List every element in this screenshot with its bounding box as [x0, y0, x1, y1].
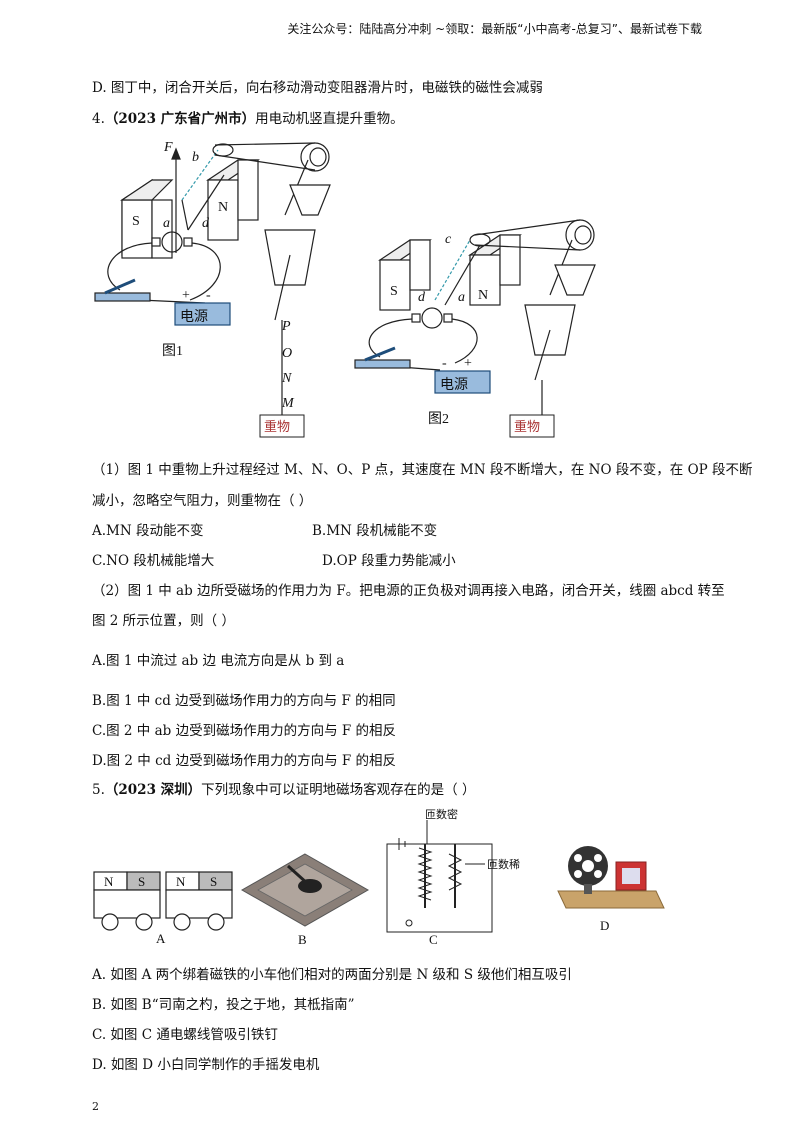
q5a-magnet2-s: S	[210, 874, 217, 889]
figure-2-motor: c d a S N - + 电源 图2 重物	[354, 219, 596, 438]
q5-option-d: D. 如图 D 小白同学制作的手摇发电机	[92, 1057, 320, 1073]
fig2-magnet-S: S	[390, 284, 398, 299]
q4-sub2-option-b: B.图 1 中 cd 边受到磁场作用力的方向与 F 的相同	[92, 693, 396, 709]
fig1-label-N: N	[281, 371, 292, 386]
fig2-label-d: d	[418, 290, 426, 305]
q5-figure-c-label: C	[429, 932, 438, 947]
fig1-label-d: d	[202, 216, 210, 231]
q4-stem: 用电动机竖直提升重物。	[255, 111, 404, 127]
q5-figure-c: 匝数密 匝数稀 C	[386, 807, 520, 947]
q5a-magnet2-n: N	[176, 874, 186, 889]
page-number: 2	[92, 1100, 99, 1113]
fig1-label-O: O	[282, 346, 292, 361]
q4-sub2-stem-line2: 图 2 所示位置，则（ ）	[92, 613, 235, 629]
q5-number: 5.	[92, 782, 105, 798]
fig2-caption: 图2	[428, 412, 449, 427]
q4-sub1-option-b: B.MN 段机械能不变	[312, 523, 438, 539]
q5-source: （2023 深圳）	[104, 782, 202, 798]
fig1-magnet-N: N	[218, 200, 228, 215]
fig2-minus: -	[442, 356, 447, 371]
fig1-label-a: a	[163, 216, 170, 231]
q5c-coil-dense: 匝数密	[425, 807, 458, 821]
q4-sub1-option-c: C.NO 段机械能增大	[92, 553, 215, 569]
q5-stem: 下列现象中可以证明地磁场客观存在的是（ ）	[201, 782, 476, 798]
q5-figure-b-label: B	[298, 932, 307, 947]
q5-option-b: B. 如图 B“司南之杓，投之于地，其柢指南”	[92, 997, 355, 1013]
fig1-minus: -	[206, 288, 211, 303]
fig1-caption: 图1	[162, 344, 183, 359]
q5-figure-d-label: D	[600, 918, 609, 933]
q4-number: 4.	[92, 111, 105, 127]
fig2-weight: 重物	[514, 419, 540, 434]
q4-sub1-option-a: A.MN 段动能不变	[92, 523, 204, 539]
q5-figure-b: B	[240, 853, 370, 947]
q5c-coil-sparse: 匝数稀	[487, 858, 520, 871]
q4-sub2-option-a: A.图 1 中流过 ab 边 电流方向是从 b 到 a	[92, 653, 345, 669]
fig2-label-a: a	[458, 290, 465, 305]
fig2-magnet-N: N	[478, 288, 488, 303]
q4-sub2-option-c: C.图 2 中 ab 边受到磁场作用力的方向与 F 的相反	[92, 723, 397, 739]
q4-sub1-stem-line1: （1）图 1 中重物上升过程经过 M、N、O、P 点，其速度在 MN 段不断增大…	[92, 462, 753, 478]
q4-sub1-option-d: D.OP 段重力势能减小	[322, 553, 456, 569]
q4-title: 4.（2023 广东省广州市）用电动机竖直提升重物。	[92, 110, 404, 128]
page-header: 关注公众号：陆陆高分冲刺 ~领取：最新版“小中高考-总复习”、最新试卷下载	[287, 22, 702, 36]
q4-sub2-stem-line1: （2）图 1 中 ab 边所受磁场的作用力为 F。把电源的正负极对调再接入电路，…	[92, 583, 725, 599]
q5-title: 5.（2023 深圳）下列现象中可以证明地磁场客观存在的是（ ）	[92, 781, 475, 799]
q5-option-c: C. 如图 C 通电螺线管吸引铁钉	[92, 1027, 278, 1043]
fig1-plus: +	[182, 288, 190, 303]
q5-figure-a: N S N S A	[93, 871, 233, 946]
fig2-plus: +	[464, 356, 472, 371]
fig1-label-b: b	[192, 150, 199, 165]
fig2-label-c: c	[445, 232, 452, 247]
fig1-magnet-S: S	[132, 214, 140, 229]
fig1-label-F: F	[163, 140, 173, 155]
fig1-weight: 重物	[264, 419, 290, 434]
q5-figure-d: D	[557, 846, 665, 933]
figure-1-motor: F b a d P O N M S N + - 电源 图1 重物	[94, 140, 331, 438]
q5-figure-a-label: A	[156, 931, 166, 946]
q4-sub2-option-d: D.图 2 中 cd 边受到磁场作用力的方向与 F 的相反	[92, 753, 397, 769]
fig1-label-P: P	[281, 319, 291, 334]
q5a-magnet1-n: N	[104, 874, 114, 889]
prev-option-d: D. 图丁中，闭合开关后，向右移动滑动变阻器滑片时，电磁铁的磁性会减弱	[92, 80, 543, 96]
fig2-power-label: 电源	[440, 377, 468, 393]
q5a-magnet1-s: S	[138, 874, 145, 889]
fig1-label-M: M	[281, 396, 295, 411]
fig1-power-label: 电源	[180, 309, 208, 325]
q5-option-a: A. 如图 A 两个绑着磁铁的小车他们相对的两面分别是 N 级和 S 级他们相互…	[92, 967, 572, 983]
q4-source: （2023 广东省广州市）	[104, 111, 256, 127]
q4-sub1-stem-line2: 减小，忽略空气阻力，则重物在（ ）	[92, 493, 313, 509]
